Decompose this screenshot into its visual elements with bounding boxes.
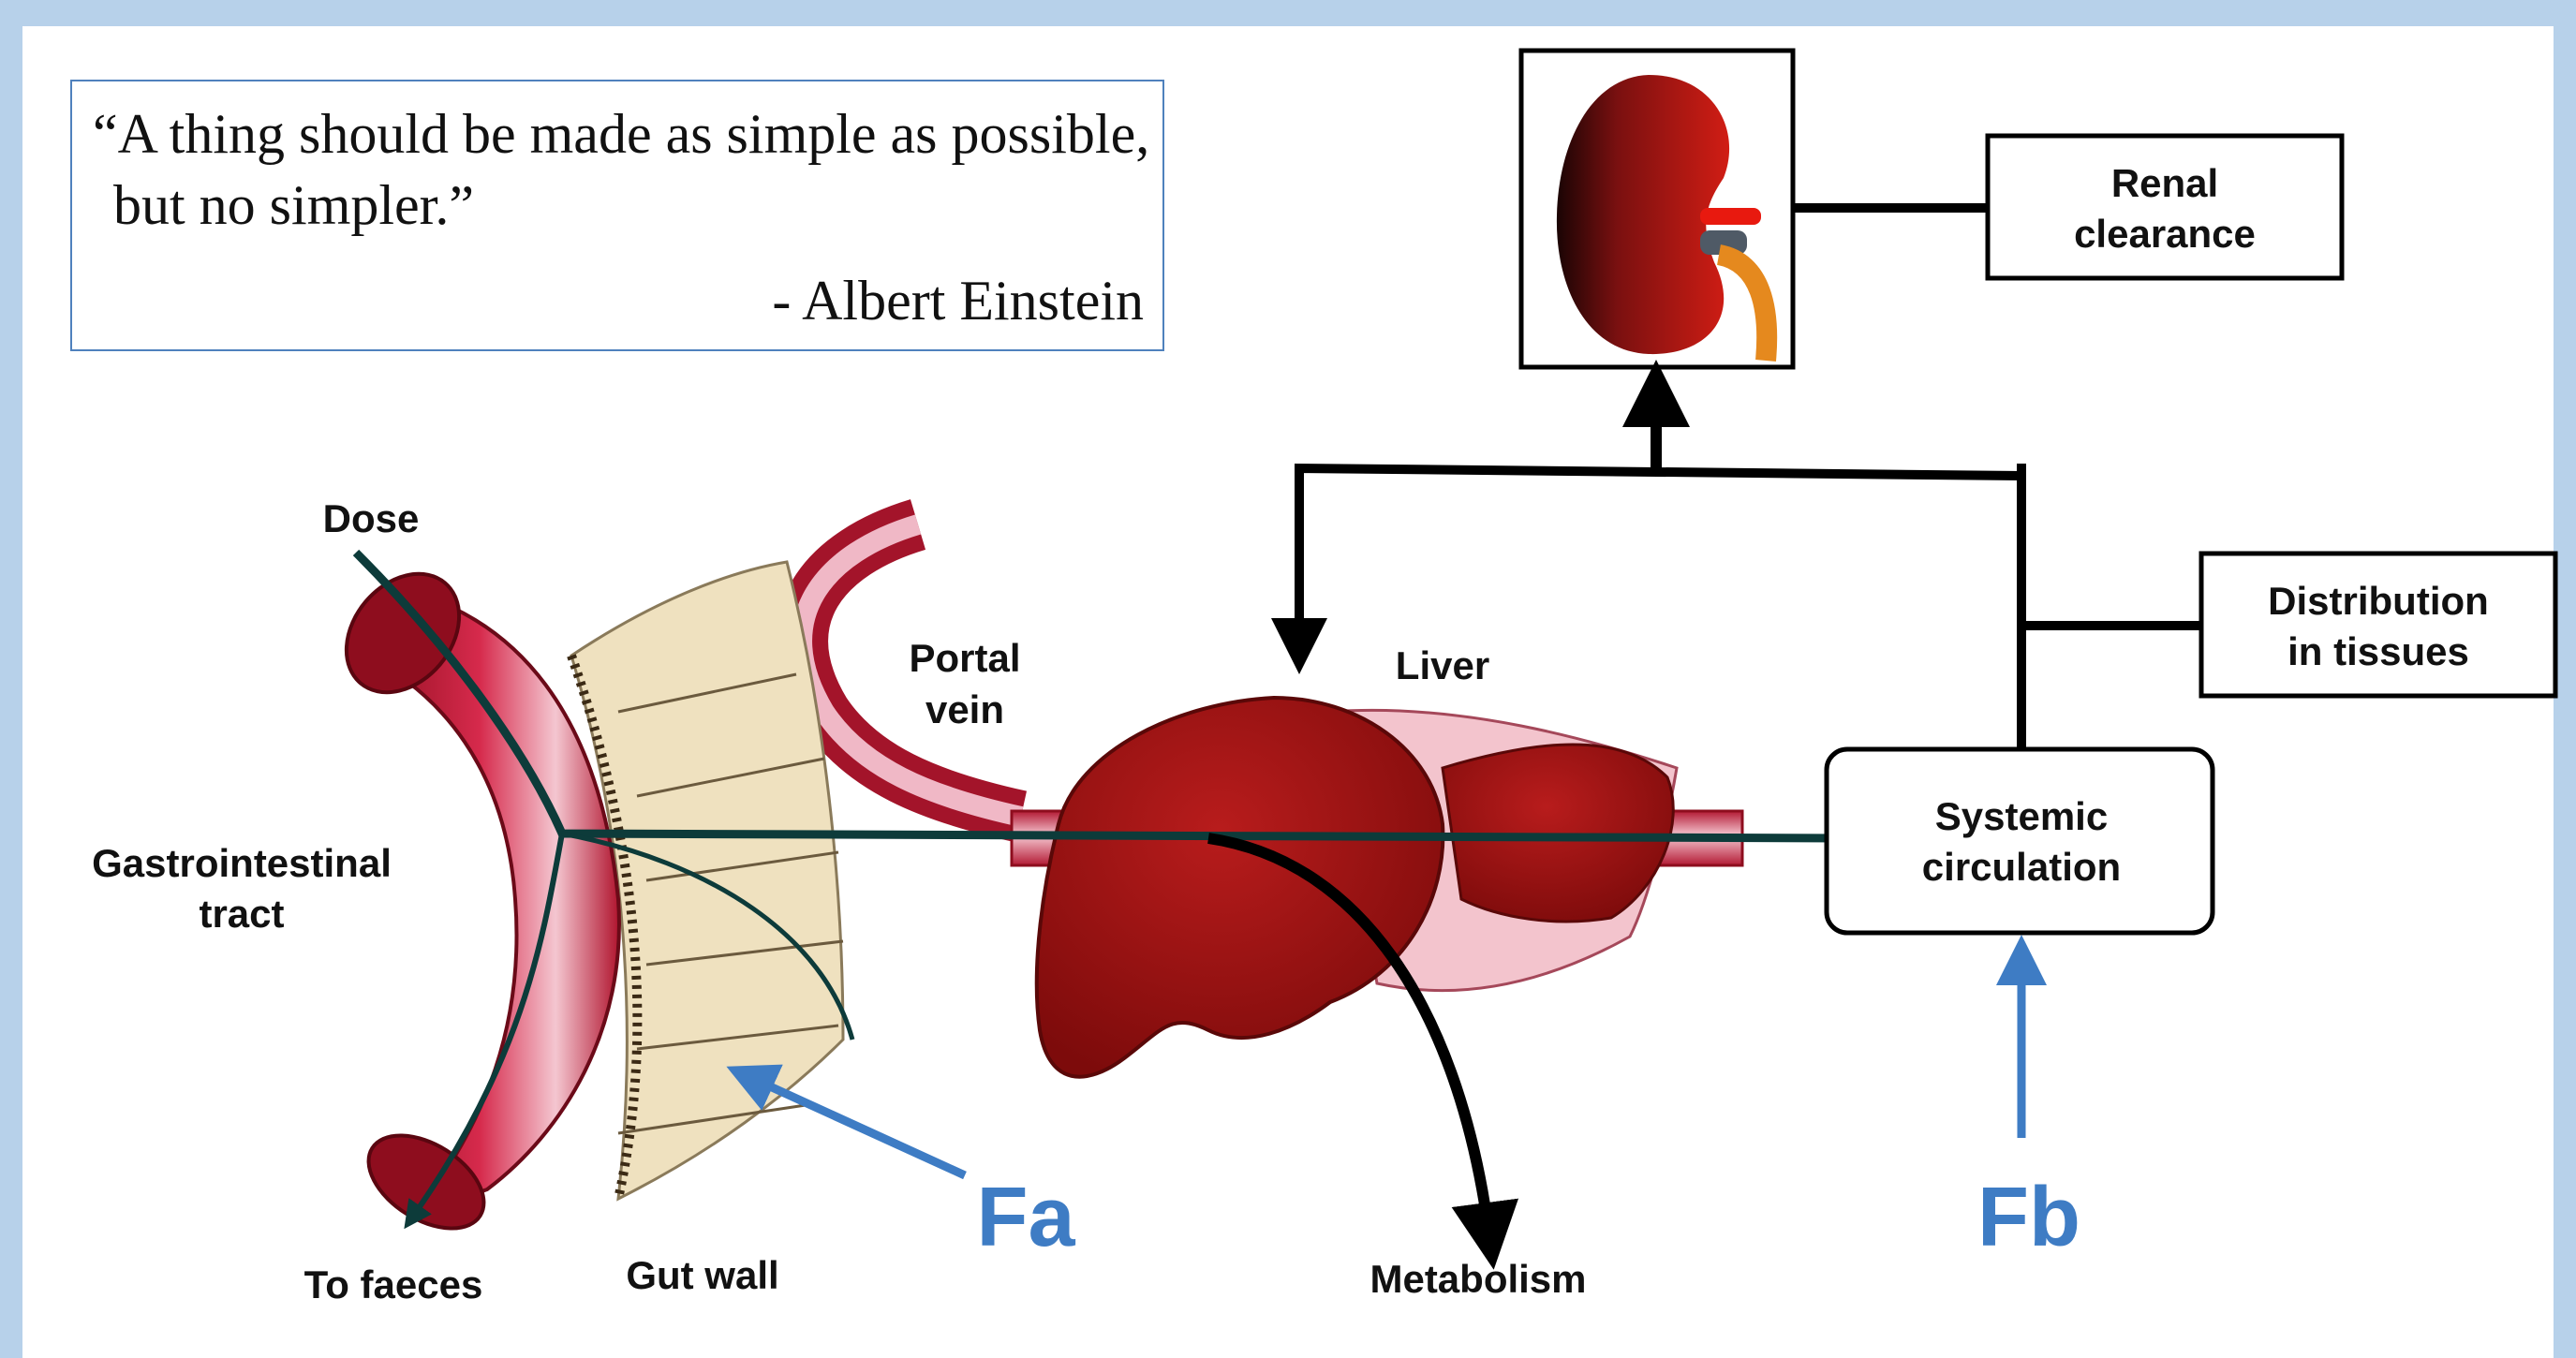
renal-clearance-box [1988,136,2342,278]
label-portal-1: Portal [909,636,1020,680]
systemic-circulation-box [1827,749,2213,933]
label-fb: Fb [1977,1171,2080,1264]
kidney-box [1521,51,1793,367]
label-to-faeces: To faeces [304,1262,483,1306]
label-dose: Dose [323,496,420,540]
label-renal-2: clearance [2074,212,2256,256]
label-fa: Fa [976,1171,1075,1264]
distribution-box [2201,554,2555,696]
label-renal-1: Renal [2111,161,2218,205]
liver-icon [1037,698,1677,1077]
label-gut-wall: Gut wall [626,1253,778,1297]
label-liver: Liver [1396,643,1489,687]
fa-arrow [749,1077,965,1175]
label-distribution-2: in tissues [2287,629,2469,673]
label-gi-2: tract [199,892,284,936]
label-gi-1: Gastrointestinal [92,841,392,885]
label-distribution-1: Distribution [2268,579,2489,623]
label-metabolism: Metabolism [1369,1257,1586,1301]
label-systemic-2: circulation [1922,845,2121,889]
label-systemic-1: Systemic [1935,794,2108,838]
label-portal-2: vein [925,687,1004,731]
